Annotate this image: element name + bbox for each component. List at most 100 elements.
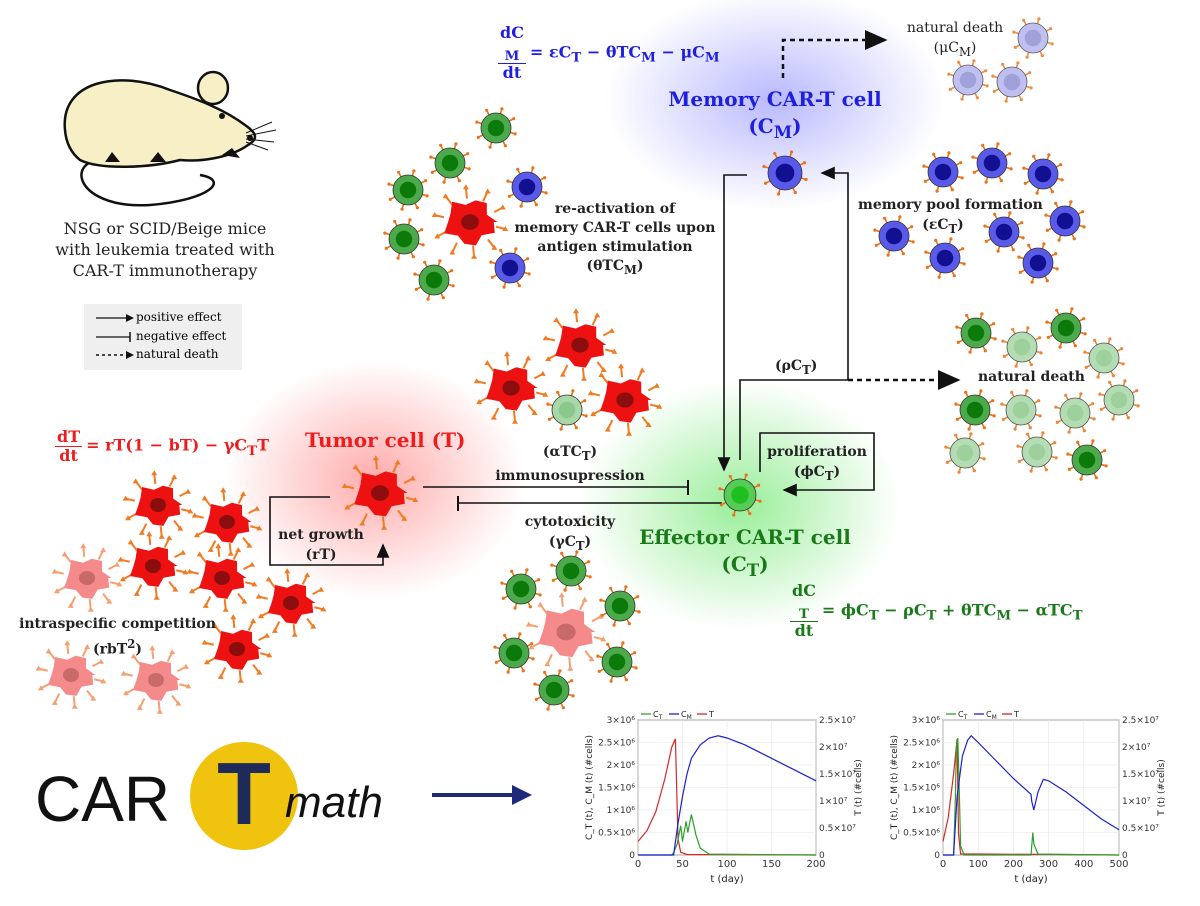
net-growth-label: net growth (rT)	[272, 525, 370, 565]
tumor-cell	[201, 614, 273, 683]
competition-sup: 2	[127, 637, 136, 651]
memory-title-block: Memory CAR-T cell (CM)	[655, 86, 895, 146]
memory-pool-term-sub: T	[948, 221, 958, 236]
memory-eq-rhs-3: − μC	[655, 42, 705, 62]
y-left-tick-label: 3×10⁶	[607, 716, 636, 726]
effector-eq-sub-3: M	[996, 607, 1012, 624]
car-t-cell	[1017, 242, 1059, 284]
car-t-cell	[1066, 439, 1108, 481]
rho-term: (ρC	[775, 358, 803, 374]
logo-badge	[190, 742, 298, 850]
car-t-cell	[1083, 337, 1125, 379]
rho-term-sub: T	[802, 362, 811, 377]
car-t-cell	[489, 247, 531, 289]
y-left-tick-label: 1×10⁶	[607, 806, 636, 816]
effector-eq-sub-2: T	[926, 607, 937, 624]
car-t-cell	[873, 215, 915, 257]
car-t-cell	[1044, 200, 1086, 242]
x-tick-label: 500	[1109, 859, 1128, 870]
legend-symbols	[96, 314, 134, 359]
car-t-cell	[1045, 307, 1087, 349]
car-t-cell	[1000, 389, 1042, 431]
car-t-cell	[1016, 431, 1058, 473]
effector-eq-den: dt	[794, 621, 814, 641]
effector-eq-num: dC	[792, 581, 816, 600]
y-left-axis-label: C_T (t), C_M (t) (#cells)	[585, 735, 595, 840]
tumor-cell	[120, 645, 192, 714]
car-t-cell	[475, 107, 517, 149]
legend-negative-effect: negative effect	[136, 329, 227, 343]
tumor-cell	[122, 470, 194, 539]
memory-eq-sub-1: T	[571, 49, 582, 66]
tumor-eq-den: dt	[59, 445, 78, 465]
tumor-eq-sub: T	[247, 442, 258, 459]
logo-car-text: CAR	[35, 763, 171, 835]
y-left-tick-label: 2×10⁶	[607, 761, 636, 771]
tumor-cell	[525, 592, 607, 671]
legend-entry: T	[1013, 710, 1019, 719]
y-right-axis-label: T (t) (#cells)	[1157, 759, 1167, 817]
tumor-eq-tail: T	[257, 435, 269, 455]
car-t-cell	[991, 61, 1033, 103]
y-right-tick-label: 0.5×10⁷	[819, 824, 856, 834]
car-t-cell	[1001, 326, 1043, 368]
x-tick-label: 0	[635, 859, 641, 870]
car-t-cell	[596, 641, 638, 683]
tumor-cell	[341, 455, 419, 530]
car-t-cell	[955, 312, 997, 354]
memory-pool-label: memory pool formation (εCT)	[858, 197, 1043, 236]
mouse-caption-line-2: with leukemia treated with	[55, 240, 275, 259]
y-left-tick-label: 2.5×10⁶	[903, 739, 940, 749]
x-tick-label: 200	[806, 859, 825, 870]
y-right-tick-label: 1×10⁷	[819, 797, 848, 807]
memory-death-term: (μC	[933, 40, 959, 56]
x-axis-label: t (day)	[710, 874, 743, 885]
rho-label: (ρCT)	[775, 358, 818, 377]
x-tick-label: 50	[676, 859, 689, 870]
car-t-cell	[922, 151, 964, 193]
competition-text: intraspecific competition	[19, 616, 216, 632]
y-right-tick-label: 0.5×10⁷	[1122, 824, 1159, 834]
tumor-cell	[542, 308, 618, 381]
x-tick-label: 100	[717, 859, 736, 870]
car-t-cell	[493, 632, 535, 674]
tumor-cell	[255, 568, 327, 637]
y-right-tick-label: 1×10⁷	[1122, 797, 1151, 807]
effector-title-block: Effector CAR-T cell (CT)	[625, 524, 865, 584]
memory-eq-sub-3: M	[704, 49, 720, 66]
car-t-cell	[533, 669, 575, 711]
car-t-cell	[718, 473, 762, 517]
immunosupression-text: immunosupression	[495, 467, 645, 484]
tumor-eq-num: dT	[55, 427, 83, 447]
car-t-cell	[924, 237, 966, 279]
car-t-cell	[983, 211, 1025, 253]
competition-term: (rbT	[93, 641, 128, 658]
logo-badge-letter: T	[217, 744, 271, 843]
effector-eq-sub-4: T	[1072, 607, 1083, 624]
tumor-cell	[51, 543, 123, 612]
car-t-cell	[1098, 379, 1140, 421]
y-right-tick-label: 2×10⁷	[1122, 743, 1151, 753]
effector-eq-rhs-4: − αTC	[1011, 600, 1073, 620]
x-axis-label: t (day)	[1014, 874, 1047, 885]
x-tick-label: 0	[940, 859, 946, 870]
y-left-tick-label: 2×10⁶	[912, 761, 941, 771]
tumor-title: Tumor cell (T)	[305, 428, 466, 452]
proliferation-term-sub: T	[824, 468, 834, 483]
car-t-cell	[954, 389, 996, 431]
tumor-cell	[186, 543, 258, 612]
y-right-tick-label: 0	[1122, 851, 1128, 861]
car-t-cell	[387, 169, 429, 211]
tumor-cell	[117, 531, 189, 600]
memory-symbol-text: (C	[748, 114, 774, 138]
memory-eq-rhs-1: = εC	[529, 42, 572, 62]
car-t-cell	[500, 568, 542, 610]
car-t-cell	[599, 585, 641, 627]
car-t-cell	[429, 142, 471, 184]
legend-entry: CT	[653, 710, 663, 721]
legend-entry: CM	[986, 710, 997, 721]
cyto-term: (γC	[548, 534, 576, 550]
